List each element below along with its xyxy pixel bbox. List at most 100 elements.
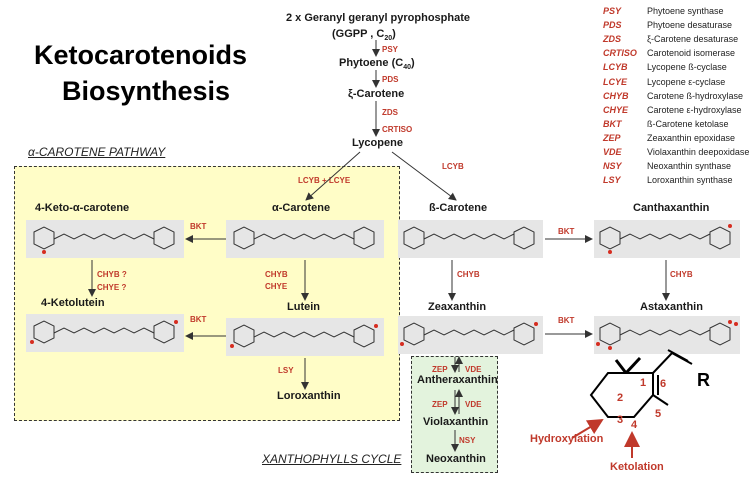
node-neoxanthin: Neoxanthin: [426, 453, 486, 465]
ring-pos-6: 6: [660, 378, 666, 390]
structure-4-ketolutein: [26, 314, 184, 352]
enzyme-vde-1: VDE: [465, 365, 482, 374]
legend-abbr: LSY: [603, 175, 621, 186]
legend-row: PSY Phytoene synthase: [603, 4, 753, 18]
legend-row: BKT ß-Carotene ketolase: [603, 117, 753, 131]
enzyme-chyb-question: CHYB ?: [97, 270, 127, 279]
legend-row: LCYE Lycopene ε-cyclase: [603, 74, 753, 88]
title-line-1: Ketocarotenoids: [34, 40, 248, 70]
legend-abbr: PDS: [603, 20, 622, 31]
ring-pos-2: 2: [617, 392, 623, 404]
title-line-2: Biosynthesis: [62, 76, 231, 106]
legend-enzyme-name: Lycopene ε-cyclase: [647, 76, 726, 87]
legend-enzyme-name: ß-Carotene ketolase: [647, 118, 729, 129]
structure-alpha-carotene: [226, 220, 384, 258]
xanthophylls-cycle-label: XANTHOPHYLLS CYCLE: [262, 452, 402, 466]
node-ggpp-formula: (GGPP , C20): [332, 28, 396, 43]
legend-row: CHYE Carotene ε-hydroxylase: [603, 103, 753, 117]
enzyme-chye-question: CHYE ?: [97, 283, 127, 292]
node-phytoene: Phytoene (C40): [339, 57, 415, 72]
legend-enzyme-name: Carotene ε-hydroxylase: [647, 104, 742, 115]
ring-r-group: R: [697, 370, 710, 390]
enzyme-pds: PDS: [382, 75, 399, 84]
legend-enzyme-name: Carotene ß-hydroxylase: [647, 90, 744, 101]
legend-enzyme-name: Zeaxanthin epoxidase: [647, 132, 736, 143]
legend-abbr: LCYB: [603, 62, 628, 73]
structure-beta-carotene: [398, 220, 543, 258]
node-beta-carotene: ß-Carotene: [429, 202, 488, 214]
enzyme-vde-2: VDE: [465, 400, 482, 409]
enzyme-bkt-beta: BKT: [558, 227, 575, 236]
legend-row: NSY Neoxanthin synthase: [603, 159, 753, 173]
legend-enzyme-name: Neoxanthin synthase: [647, 161, 732, 172]
enzyme-bkt-zeaxanthin: BKT: [558, 316, 575, 325]
legend-abbr: ZEP: [603, 132, 621, 143]
legend-row: LCYB Lycopene ß-cyclase: [603, 60, 753, 74]
legend-row: CHYB Carotene ß-hydroxylase: [603, 89, 753, 103]
legend-abbr: NSY: [603, 161, 622, 172]
enzyme-nsy: NSY: [459, 436, 476, 445]
alpha-carotene-pathway-box: [14, 166, 400, 421]
chain-icon: [596, 320, 738, 350]
enzyme-chyb-beta: CHYB: [457, 270, 480, 279]
alpha-pathway-label: α-CAROTENE PATHWAY: [28, 145, 166, 159]
label-ketolation: Ketolation: [610, 461, 664, 473]
legend-enzyme-name: Lycopene ß-cyclase: [647, 62, 727, 73]
node-ggpp: 2 x Geranyl geranyl pyrophosphate: [286, 12, 471, 24]
ring-pos-4: 4: [631, 419, 638, 431]
legend-abbr: ZDS: [603, 34, 621, 45]
node-zeta-carotene: ξ-Carotene: [348, 88, 405, 100]
node-4-ketolutein: 4-Ketolutein: [41, 297, 105, 309]
structure-canthaxanthin: [594, 220, 740, 258]
structure-zeaxanthin: [398, 316, 543, 354]
enzyme-lsy: LSY: [278, 366, 294, 375]
structure-lutein: [226, 318, 384, 356]
node-4-keto-alpha-carotene: 4-Keto-α-carotene: [35, 202, 130, 214]
enzyme-lcyb: LCYB: [442, 162, 464, 171]
legend-abbr: CHYE: [603, 104, 629, 115]
chain-icon: [33, 226, 175, 254]
node-loroxanthin: Loroxanthin: [277, 390, 341, 402]
node-zeaxanthin: Zeaxanthin: [428, 301, 487, 313]
structure-astaxanthin: [594, 316, 740, 354]
ring-pos-3: 3: [617, 414, 623, 426]
node-antheraxanthin: Antheraxanthin: [417, 374, 498, 386]
chain-icon: [400, 322, 538, 346]
node-alpha-carotene: α-Carotene: [272, 202, 331, 214]
enzyme-zep-1: ZEP: [432, 365, 448, 374]
node-astaxanthin: Astaxanthin: [640, 301, 703, 313]
ring-pos-1: 1: [640, 377, 646, 389]
legend-enzyme-name: Violaxanthin deepoxidase: [647, 146, 750, 157]
chain-icon: [599, 224, 732, 254]
enzyme-psy: PSY: [382, 45, 399, 54]
node-lycopene: Lycopene: [352, 137, 403, 149]
enzyme-zds: ZDS: [382, 108, 398, 117]
node-canthaxanthin: Canthaxanthin: [633, 202, 710, 214]
chain-icon: [403, 226, 535, 250]
label-hydroxylation: Hydroxylation: [530, 433, 604, 445]
legend-row: VDE Violaxanthin deepoxidase: [603, 145, 753, 159]
ring-structure: R 1 6 2 3 4 5 Hydroxylation Ketolation: [530, 349, 710, 473]
structure-4-keto-alpha-carotene: [26, 220, 184, 258]
legend-abbr: LCYE: [603, 76, 628, 87]
legend-enzyme-name: Phytoene synthase: [647, 6, 724, 17]
chain-icon: [233, 226, 375, 250]
enzyme-bkt-lutein: BKT: [190, 315, 207, 324]
enzyme-crtiso: CRTISO: [382, 125, 413, 134]
legend-abbr: CHYB: [603, 90, 629, 101]
legend-row: ZEP Zeaxanthin epoxidase: [603, 131, 753, 145]
legend-abbr: BKT: [603, 118, 622, 129]
node-violaxanthin: Violaxanthin: [423, 416, 489, 428]
enzyme-chyb-alpha: CHYB: [265, 270, 288, 279]
legend-abbr: PSY: [603, 6, 622, 17]
enzyme-bkt-alpha: BKT: [190, 222, 207, 231]
enzyme-zep-2: ZEP: [432, 400, 448, 409]
legend-abbr: VDE: [603, 146, 622, 157]
legend-enzyme-name: Carotenoid isomerase: [647, 48, 736, 59]
